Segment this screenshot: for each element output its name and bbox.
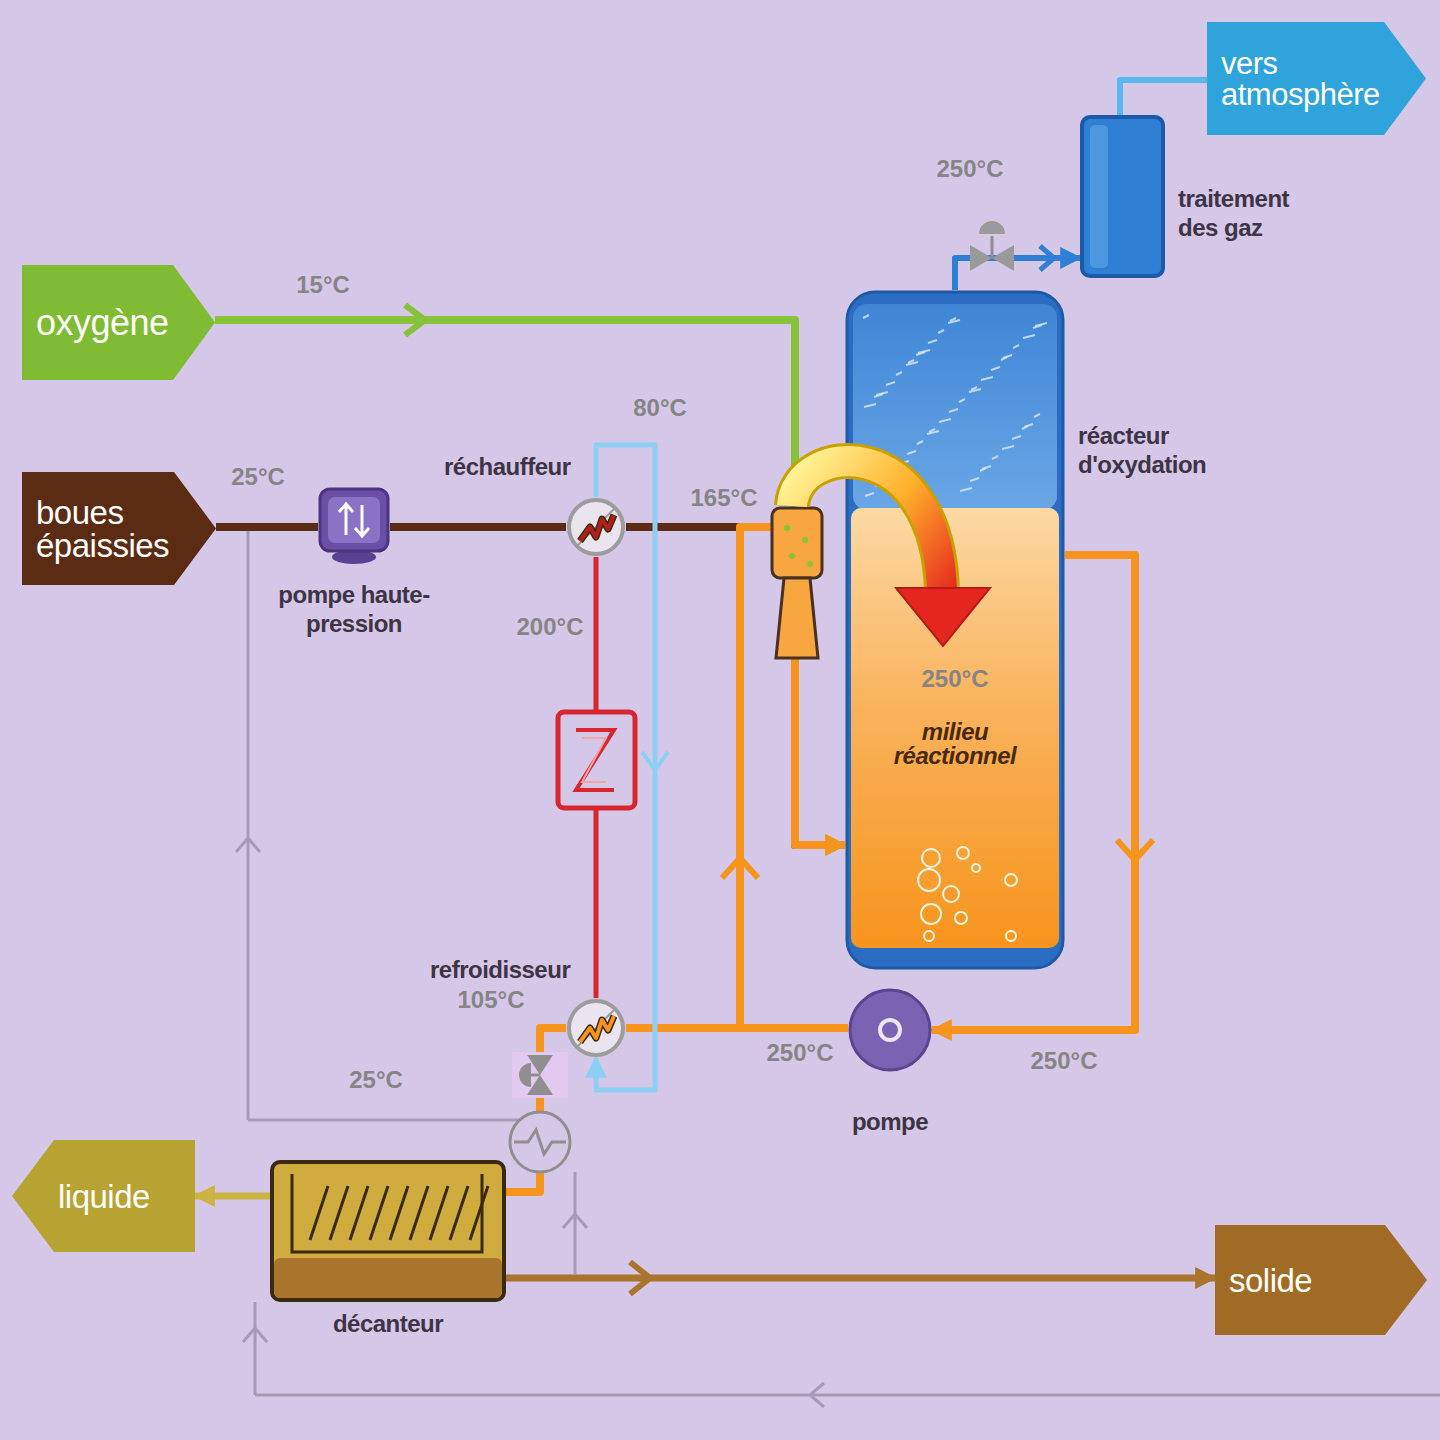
label-frame: pompe bbox=[830, 1108, 950, 1137]
injector bbox=[772, 508, 822, 658]
stream-label: liquide bbox=[58, 1180, 150, 1213]
output-arrow: vers atmosphère bbox=[1207, 22, 1426, 135]
heat-exchanger: refroidisseur bbox=[566, 998, 626, 1058]
flow-chevrons bbox=[405, 246, 1153, 1294]
output-arrow: liquide bbox=[12, 1140, 195, 1252]
label-frame: 200°C bbox=[514, 613, 587, 641]
temperature-label: 25°C bbox=[346, 1066, 406, 1094]
return-line bbox=[236, 531, 1440, 1407]
pipe-connector bbox=[1120, 80, 1207, 115]
temperature-label: 80°C bbox=[630, 394, 690, 422]
phase-label: milieu réactionnel bbox=[880, 720, 1030, 768]
temperature-label: 250°C bbox=[934, 155, 1007, 183]
label-frame: 250°C bbox=[764, 1039, 837, 1067]
temperature-label: 200°C bbox=[514, 613, 587, 641]
gas-scrubber-shape bbox=[1080, 115, 1165, 278]
stream-label: vers atmosphère bbox=[1221, 48, 1380, 110]
heat-arrow bbox=[792, 461, 990, 646]
temperature-label: 25°C bbox=[228, 463, 288, 491]
pipe-connector bbox=[216, 523, 318, 531]
label-frame: 25°C bbox=[228, 463, 288, 491]
label-frame: 250°C bbox=[1028, 1047, 1101, 1075]
temperature-label: 250°C bbox=[764, 1039, 837, 1067]
input-arrow: oxygène bbox=[22, 265, 215, 380]
label-frame: 105°C bbox=[455, 986, 528, 1014]
temperature-label: 105°C bbox=[455, 986, 528, 1014]
pipe-connector bbox=[390, 523, 566, 531]
equipment-label: refroidisseur bbox=[430, 956, 570, 985]
label-frame: pompe haute-pression bbox=[254, 581, 454, 639]
decanter-tank-shape bbox=[270, 1160, 506, 1302]
label-frame: refroidisseur bbox=[430, 956, 580, 985]
temperature-label: 15°C bbox=[293, 271, 353, 299]
heat-exchanger-shape bbox=[566, 497, 626, 557]
label-frame: 165°C bbox=[688, 484, 761, 512]
input-arrow: boues épaissies bbox=[22, 472, 216, 585]
label-frame: traitement des gaz bbox=[1178, 185, 1318, 243]
equipment-label: pompe haute-pression bbox=[254, 581, 454, 639]
equipment-label: pompe bbox=[852, 1108, 928, 1137]
stream-label: oxygène bbox=[36, 305, 169, 341]
label-frame: 25°C bbox=[346, 1066, 406, 1094]
pump-symbol-shape bbox=[318, 487, 390, 565]
decanter-tank: décanteur bbox=[270, 1160, 506, 1302]
pipe-connector bbox=[195, 1193, 270, 1200]
pipe-connector bbox=[215, 320, 845, 845]
temperature-label: 165°C bbox=[688, 484, 761, 512]
pressure-valve bbox=[512, 1052, 568, 1098]
label-frame: 250°C bbox=[919, 665, 992, 693]
pipe-connector bbox=[740, 527, 848, 1028]
equipment-label: réacteur d'oxydation bbox=[1078, 422, 1228, 480]
label-frame: 15°C bbox=[293, 271, 353, 299]
equipment-label: décanteur bbox=[333, 1310, 443, 1339]
equipment-label: réchauffeur bbox=[444, 453, 571, 482]
label-frame: 80°C bbox=[630, 394, 690, 422]
pipe-connector bbox=[506, 1275, 1215, 1282]
trim-heater bbox=[558, 712, 635, 808]
pump-symbol: pompe bbox=[848, 988, 932, 1072]
heat-exchanger-shape bbox=[566, 998, 626, 1058]
pump-symbol: pompe haute-pression bbox=[318, 487, 390, 565]
label-frame: 250°C bbox=[934, 155, 1007, 183]
expansion-turbine bbox=[510, 1112, 570, 1172]
label-frame: décanteur bbox=[298, 1310, 478, 1339]
heat-exchanger: réchauffeur bbox=[566, 497, 626, 557]
label-frame: réacteur d'oxydation bbox=[1078, 422, 1228, 480]
temperature-label: 250°C bbox=[1028, 1047, 1101, 1075]
pump-symbol-shape bbox=[848, 988, 932, 1072]
equipment-label: traitement des gaz bbox=[1178, 185, 1318, 243]
temperature-label: 250°C bbox=[919, 665, 992, 693]
stream-label: boues épaissies bbox=[36, 496, 170, 562]
output-arrow: solide bbox=[1215, 1225, 1427, 1335]
gas-valve bbox=[970, 221, 1014, 271]
stream-label: solide bbox=[1229, 1264, 1312, 1297]
label-frame: réchauffeur bbox=[444, 453, 594, 482]
gas-scrubber: traitement des gaz bbox=[1080, 115, 1165, 278]
pipe-connector bbox=[626, 1024, 848, 1032]
